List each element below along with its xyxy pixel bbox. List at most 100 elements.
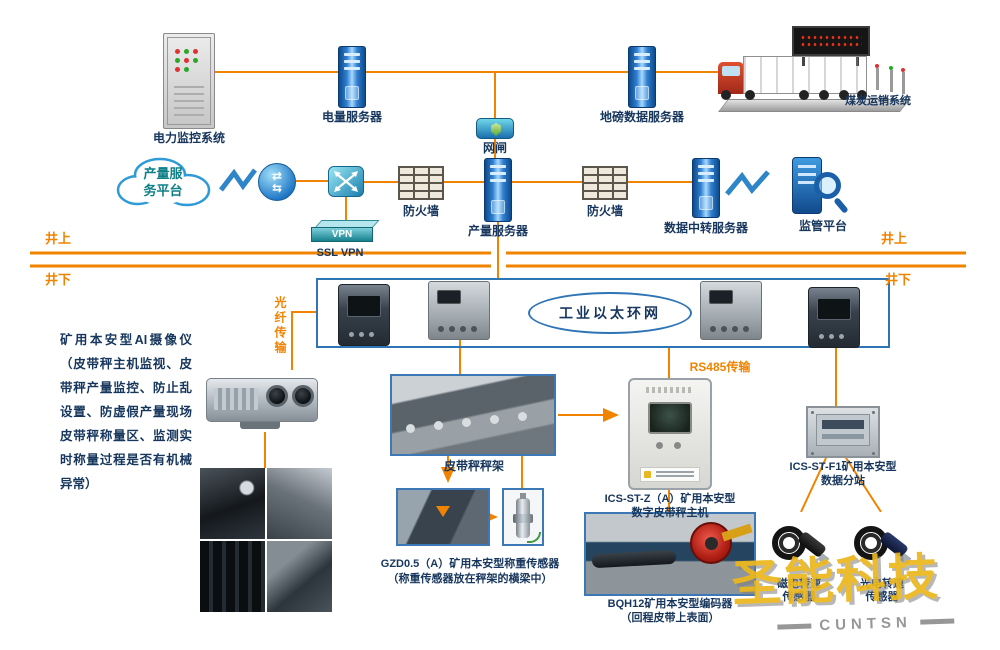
coal-sales-label: 煤炭运销系统 bbox=[845, 95, 911, 107]
camera-bracket bbox=[240, 422, 280, 429]
substation-panel bbox=[816, 414, 870, 446]
cabinet-vents bbox=[174, 86, 204, 116]
relay-server-icon bbox=[692, 158, 720, 218]
surveillance-cell bbox=[200, 468, 265, 539]
truck-wheels bbox=[721, 90, 731, 100]
power-server-label: 电量服务器 bbox=[321, 110, 382, 124]
sensor-tip bbox=[817, 553, 830, 565]
substation-strip bbox=[822, 420, 864, 429]
host-logo-mark bbox=[644, 471, 651, 478]
ethernet-ring-box bbox=[316, 278, 890, 348]
encoder-label-line2: （回程皮带上表面） bbox=[620, 612, 720, 624]
ring-instrument-4 bbox=[808, 287, 860, 348]
magnetic-sensor-label-line2: 传感器 bbox=[782, 591, 816, 603]
instrument-buttons bbox=[349, 332, 354, 337]
industrial-ethernet-ring: 工业以太环网 bbox=[528, 292, 692, 334]
ring-instrument-2 bbox=[428, 281, 490, 340]
below-ground-label-left: 井下 bbox=[44, 272, 71, 287]
led-board-leg bbox=[856, 56, 859, 66]
load-cell-photo bbox=[502, 488, 544, 546]
ring-label: 工业以太环网 bbox=[559, 305, 661, 321]
host-buttons bbox=[656, 442, 663, 449]
instrument-terminals bbox=[710, 326, 716, 332]
optical-sensor-label-line2: 传感器 bbox=[865, 591, 899, 603]
load-cell-ring bbox=[513, 514, 533, 523]
host-vents bbox=[646, 387, 694, 393]
vpn-text: VPN bbox=[331, 229, 353, 240]
power-monitor-cabinet bbox=[163, 33, 215, 129]
camera-lens bbox=[266, 385, 288, 407]
supervision-platform-icon bbox=[792, 157, 854, 219]
surveillance-cell bbox=[200, 541, 265, 612]
surveillance-cell bbox=[267, 468, 332, 539]
magnetic-speed-sensor-photo bbox=[768, 512, 830, 576]
belt-scale-host-photo bbox=[628, 378, 712, 490]
cloud-label-line2: 务平台 bbox=[143, 183, 183, 198]
magnetic-sensor-label-line1: 磁电转速 bbox=[777, 578, 821, 590]
led-dots bbox=[800, 34, 862, 48]
instrument-screen bbox=[347, 295, 381, 317]
switch-icon bbox=[328, 166, 364, 197]
cabinet-indicator-lights bbox=[175, 49, 180, 54]
scale-post-lights bbox=[875, 64, 879, 68]
load-cell-stud bbox=[520, 493, 526, 499]
substation-screws bbox=[811, 411, 814, 414]
instrument-screen bbox=[817, 298, 851, 320]
cloud-label-line1: 产量服 bbox=[143, 166, 183, 181]
ssl-vpn-label: SSL VPN bbox=[316, 247, 364, 259]
server-slots bbox=[490, 165, 506, 168]
weighbridge-server-icon bbox=[628, 46, 656, 108]
cabinet-door bbox=[167, 37, 211, 125]
instrument-terminals bbox=[438, 326, 444, 332]
annotation-arrow bbox=[436, 506, 450, 517]
ring-instrument-1 bbox=[338, 284, 390, 346]
firewall-icon-1 bbox=[398, 166, 444, 200]
belt-frame-label: 皮带秤秤架 bbox=[443, 459, 504, 473]
sensor-cable-coil bbox=[861, 533, 881, 553]
magnifier-icon bbox=[814, 172, 841, 199]
camera-lens bbox=[292, 385, 314, 407]
cab-window bbox=[722, 66, 740, 76]
instrument-screen bbox=[437, 290, 461, 304]
production-cloud-platform: 产量服 务平台 bbox=[110, 150, 216, 214]
truck-cab bbox=[718, 62, 744, 94]
host-label-line2: 数字皮带秤主机 bbox=[631, 507, 709, 519]
vpn-box-front: VPN bbox=[311, 227, 373, 242]
switch-arrows bbox=[334, 171, 358, 192]
ring-instrument-3 bbox=[700, 281, 762, 340]
optical-sensor-label-line1: 光电转速 bbox=[860, 578, 904, 590]
host-screen bbox=[648, 402, 692, 434]
scale-post bbox=[876, 68, 879, 90]
led-board-leg bbox=[802, 56, 805, 66]
truck-scale-scene bbox=[712, 22, 911, 112]
server-panel bbox=[635, 86, 649, 100]
relay-server-label: 数据中转服务器 bbox=[664, 221, 749, 235]
instrument-screen bbox=[709, 290, 733, 304]
substation-label-line2: 数据分站 bbox=[821, 475, 865, 487]
below-ground-label-right: 井下 bbox=[884, 272, 911, 287]
supervision-label: 监管平台 bbox=[798, 219, 847, 233]
load-cell-label-line1: GZD0.5（A）矿用本安型称重传感器 bbox=[380, 558, 560, 570]
production-server-label: 产量服务器 bbox=[467, 224, 528, 238]
surveillance-grid bbox=[200, 468, 332, 612]
encoder-label-line1: BQH12矿用本安型编码器 bbox=[607, 598, 733, 610]
firewall-icon-2 bbox=[582, 166, 628, 200]
gateway-label: 网闸 bbox=[482, 141, 507, 155]
above-ground-label-right: 井上 bbox=[880, 231, 907, 246]
power-server-icon bbox=[338, 46, 366, 108]
server-panel bbox=[491, 200, 505, 214]
router-arrows: ⇄ bbox=[271, 181, 283, 195]
host-logo-band bbox=[640, 467, 700, 482]
magnifier-handle bbox=[833, 197, 849, 214]
router-arrows: ⇄ bbox=[271, 169, 283, 183]
host-label-line1: ICS-ST-Z（A）矿用本安型 bbox=[604, 493, 736, 505]
lightning-bolt-icon bbox=[219, 168, 257, 192]
optical-speed-sensor-photo bbox=[850, 512, 912, 576]
server-slots bbox=[698, 165, 714, 168]
belt-closeup-photo bbox=[396, 488, 490, 546]
network-gate-icon bbox=[476, 118, 514, 139]
camera-heatsink bbox=[214, 388, 258, 410]
vpn-box: VPN bbox=[308, 220, 382, 245]
belt-scale-frame-photo bbox=[390, 374, 556, 456]
